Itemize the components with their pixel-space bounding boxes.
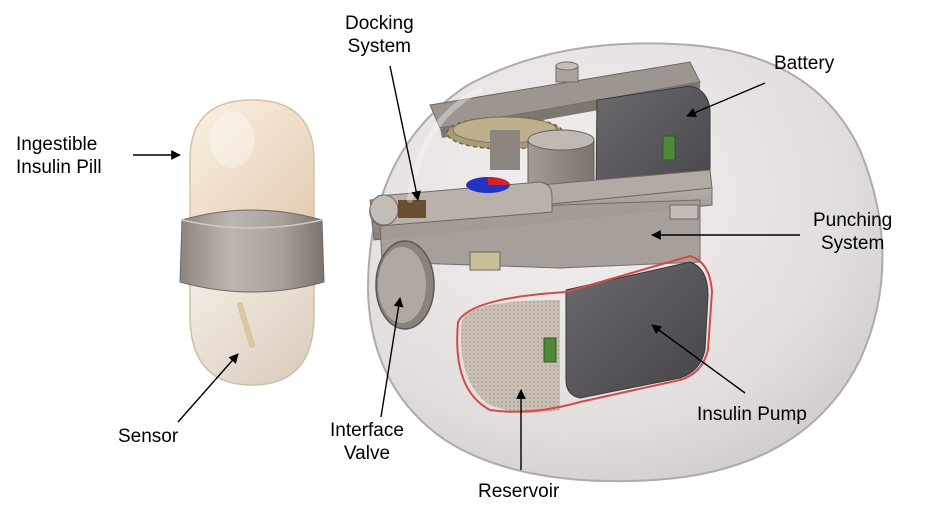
label-ingestible-insulin-pill: Ingestible Insulin Pill — [16, 133, 102, 179]
reservoir-pump-outline — [456, 254, 714, 413]
punching-rod — [669, 204, 699, 220]
reservoir-indicator — [543, 337, 557, 363]
arrow-valve — [380, 297, 404, 418]
pill-upper-half — [189, 99, 315, 226]
label-reservoir-line1: Reservoir — [478, 481, 560, 502]
valve-connector — [469, 251, 501, 271]
arrow-battery — [686, 82, 766, 118]
insulin-pill — [179, 99, 325, 386]
pill-highlight — [210, 112, 254, 168]
pill-band-top-edge — [181, 219, 323, 229]
device-capsule — [366, 42, 884, 483]
pill-lower-half — [189, 269, 315, 386]
interface-valve — [375, 240, 435, 330]
battery-indicator — [662, 135, 676, 161]
label-pill-line2: Insulin Pill — [16, 157, 102, 178]
label-sensor: Sensor — [118, 425, 178, 448]
pill-band — [179, 209, 325, 293]
arrow-docking — [389, 65, 421, 201]
reservoir — [461, 300, 560, 413]
label-pump-line1: Insulin Pump — [697, 404, 807, 425]
leader-lines — [133, 65, 800, 470]
label-punching-line1: Punching — [813, 210, 893, 231]
label-battery-line1: Battery — [774, 53, 835, 74]
label-valve-line2: Valve — [343, 443, 391, 464]
label-punching-line2: System — [820, 233, 885, 254]
label-insulin-pump: Insulin Pump — [697, 403, 807, 426]
docking-red-disc — [488, 177, 510, 185]
label-punching-system: Punching System — [813, 209, 892, 255]
label-docking-system: Docking System — [345, 12, 414, 58]
label-docking-line1: Docking — [345, 13, 414, 34]
label-pill-line1: Ingestible — [16, 134, 98, 155]
sensor-needle — [237, 302, 255, 348]
label-docking-line2: System — [347, 36, 411, 57]
arrow-sensor — [177, 353, 239, 423]
insulin-pump-block — [565, 261, 709, 399]
arrow-pump — [651, 324, 746, 394]
shell-highlight — [407, 87, 483, 203]
label-reservoir: Reservoir — [478, 480, 559, 503]
docking-brown-pad — [398, 200, 426, 218]
label-sensor-line1: Sensor — [118, 426, 179, 447]
label-valve-line1: Interface — [330, 420, 404, 441]
label-interface-valve: Interface Valve — [330, 419, 404, 465]
label-battery: Battery — [774, 52, 834, 75]
